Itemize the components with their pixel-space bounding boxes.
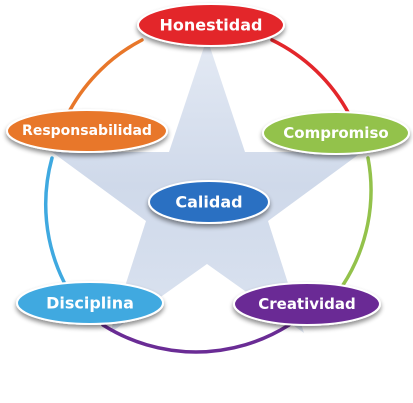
node-ellipse-creatividad (233, 282, 381, 326)
node-responsabilidad: Responsabilidad (6, 109, 168, 153)
node-label-creatividad: Creatividad (258, 295, 356, 313)
node-honestidad: Honestidad (137, 3, 285, 47)
node-creatividad: Creatividad (233, 282, 381, 326)
node-disciplina: Disciplina (16, 281, 164, 325)
node-label-disciplina: Disciplina (46, 294, 134, 313)
node-ellipse-responsabilidad (6, 109, 168, 153)
node-ellipse-honestidad (137, 3, 285, 47)
center-label: Calidad (175, 193, 242, 212)
node-label-honestidad: Honestidad (160, 16, 263, 35)
ring-arc-responsabilidad-honestidad (68, 38, 144, 112)
center-ellipse (148, 180, 270, 224)
node-ellipse-disciplina (16, 281, 164, 325)
ring-arc-disciplina-responsabilidad (44, 156, 66, 284)
node-compromiso: Compromiso (262, 111, 410, 155)
ring-arc-creatividad-disciplina (101, 323, 291, 354)
node-label-responsabilidad: Responsabilidad (22, 123, 152, 139)
node-ellipse-compromiso (262, 111, 410, 155)
node-label-compromiso: Compromiso (283, 124, 388, 142)
center-node-calidad: Calidad (148, 180, 270, 224)
ring-arc-honestidad-compromiso (270, 38, 351, 116)
ring-arc-compromiso-creatividad (341, 156, 373, 287)
